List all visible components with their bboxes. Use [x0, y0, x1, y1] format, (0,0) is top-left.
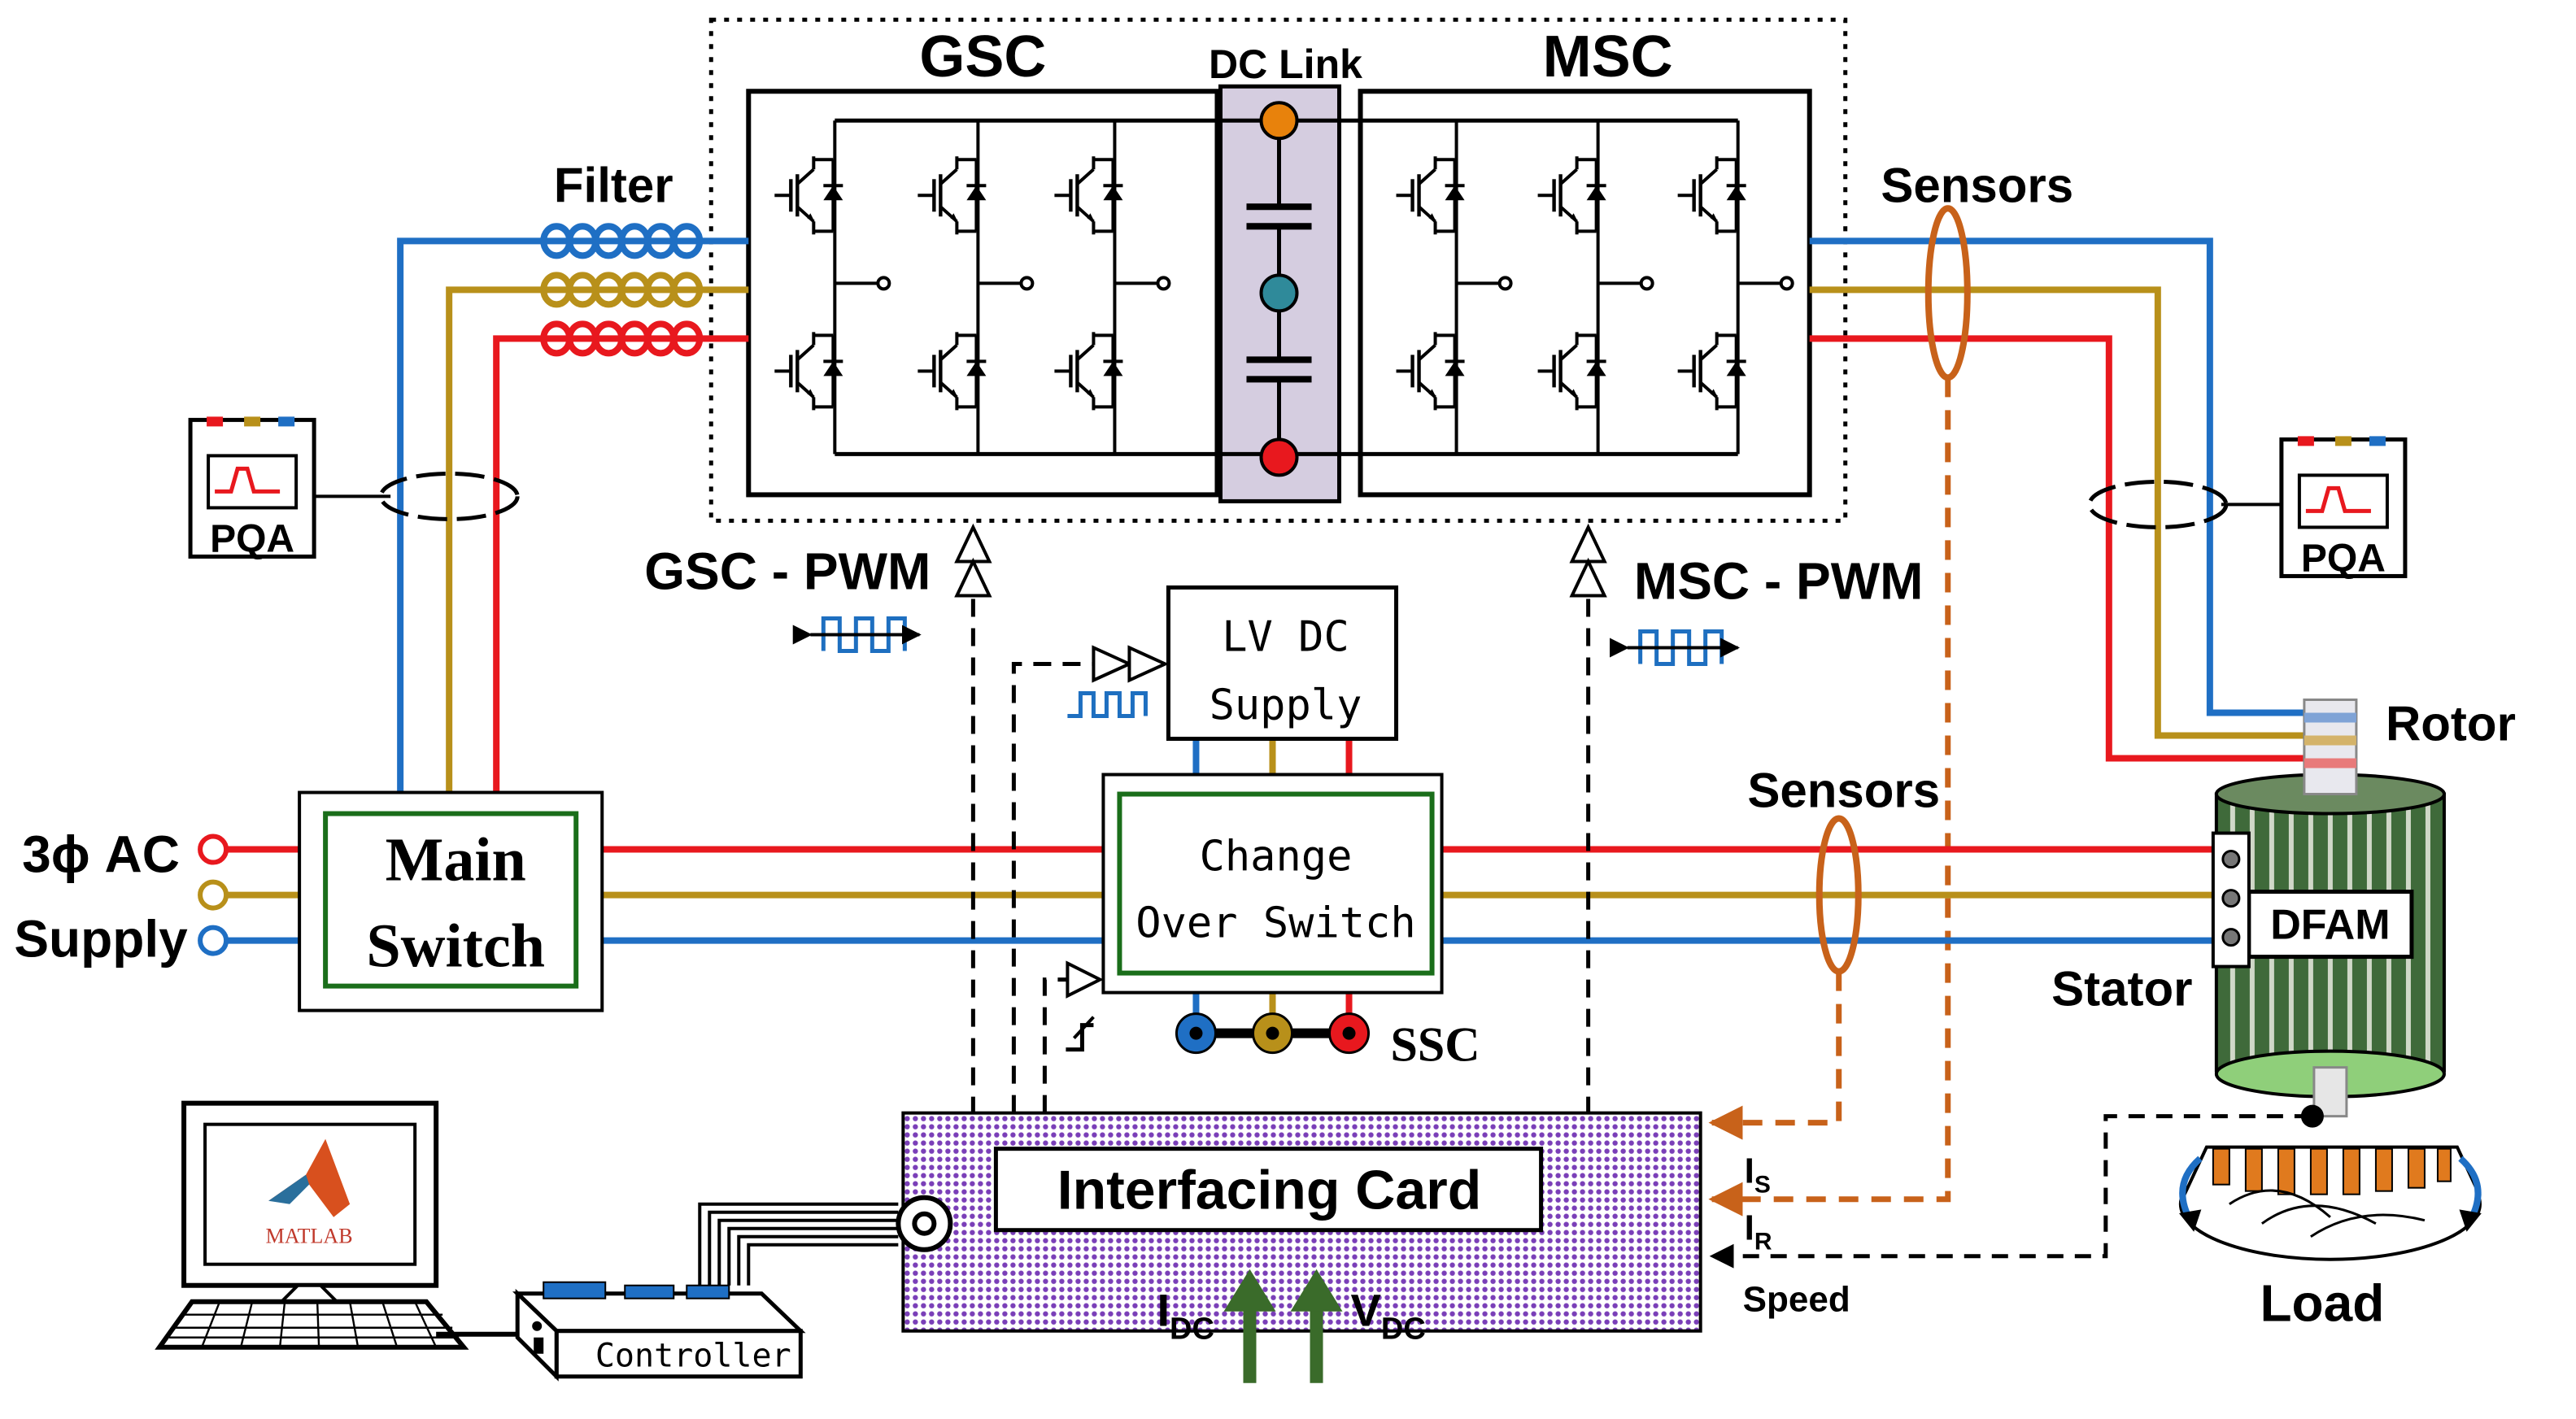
controller-ribbon-cables — [698, 1202, 899, 1286]
controller-label: Controller — [595, 1338, 791, 1375]
ssc-connector — [1175, 1012, 1371, 1055]
matlab-logo-icon — [268, 1138, 351, 1217]
dc-negative-node — [1259, 437, 1299, 477]
rotor-label: Rotor — [2386, 697, 2516, 751]
idc-input-arrow — [1223, 1269, 1276, 1383]
pqa-right-probe — [2087, 479, 2229, 529]
idc-label: IDC — [1157, 1285, 1214, 1347]
gsc-pwm-arrow — [954, 523, 992, 598]
pwm-signal-icon — [792, 616, 922, 653]
controller-board-icon — [512, 1281, 806, 1382]
msc-box — [1358, 89, 1812, 498]
motor-icon — [2211, 698, 2446, 1128]
main-switch-label-1: Main — [386, 826, 526, 894]
pqa-left-probe — [378, 471, 520, 521]
supply-terminal-blue — [198, 925, 229, 956]
ac-supply-label-2: Supply — [14, 910, 188, 968]
dc-mid-node — [1259, 273, 1299, 313]
cos-label-1: Change — [1200, 833, 1353, 881]
monitor-icon — [181, 1100, 439, 1304]
gsc-label: GSC — [919, 24, 1046, 89]
msc-pwm-label: MSC - PWM — [1634, 551, 1924, 610]
is-label: IS — [1745, 1151, 1771, 1199]
ir-signal-line — [1708, 377, 1951, 1217]
pwm-signal-lines — [970, 599, 1591, 1113]
filter-label: Filter — [554, 158, 673, 212]
main-lines — [228, 738, 2216, 1032]
pqa-right-label: PQA — [2301, 537, 2386, 580]
dfam-label: DFAM — [2270, 902, 2390, 949]
ir-label: IR — [1745, 1208, 1772, 1256]
lv-dc-supply-box — [1166, 585, 1399, 742]
change-over-switch-inner — [1117, 791, 1435, 976]
keyboard-icon — [155, 1299, 469, 1350]
lv-dc-pwm-arrow — [1092, 645, 1170, 683]
ac-supply-label-1: 3ϕ AC — [22, 825, 180, 884]
gsc-box — [746, 89, 1220, 498]
step-signal-icon — [1066, 1023, 1094, 1052]
matlab-label: MATLAB — [266, 1225, 353, 1248]
msc-pwm-arrow — [1569, 523, 1607, 598]
vdc-input-arrow — [1290, 1269, 1343, 1383]
pwm-signal-icon — [1610, 629, 1741, 666]
step-arrow-icon — [1072, 1016, 1095, 1039]
main-switch-inner — [323, 811, 579, 989]
pqa-meter-icon — [2279, 436, 2408, 578]
cos-trigger-arrow — [1066, 960, 1104, 999]
supply-terminal-gold — [198, 879, 229, 911]
lv-dc-label-1: LV DC — [1222, 612, 1349, 661]
stator-label: Stator — [2051, 962, 2192, 1016]
lv-dc-label-2: Supply — [1210, 681, 1362, 730]
supply-terminal-red — [198, 834, 229, 865]
rotor-side-wires — [1809, 237, 2311, 762]
pwm-signal-icon — [1067, 690, 1148, 719]
pqa-meter-icon — [188, 416, 316, 559]
card-connector-inner — [912, 1211, 937, 1236]
pqa-left-label: PQA — [210, 517, 294, 560]
is-signal-line — [1708, 971, 1842, 1140]
load-label: Load — [2260, 1274, 2384, 1333]
dc-link-label: DC Link — [1209, 41, 1362, 87]
msc-bridge — [1397, 120, 1794, 455]
sensors-top-label: Sensors — [1881, 158, 2073, 212]
speed-label: Speed — [1743, 1280, 1850, 1320]
vdc-label: VDC — [1351, 1285, 1426, 1347]
msc-label: MSC — [1543, 24, 1673, 89]
cos-label-2: Over Switch — [1135, 899, 1415, 948]
interfacing-card-label-box — [993, 1147, 1544, 1233]
dc-positive-node — [1259, 101, 1299, 141]
ssc-label: SSC — [1391, 1018, 1480, 1072]
rotation-arrow-icon — [2179, 1156, 2482, 1232]
sensors-mid-label: Sensors — [1747, 764, 1940, 818]
gsc-bridge — [774, 120, 1171, 455]
filter-inductors — [540, 223, 704, 357]
main-switch-label-2: Switch — [366, 912, 545, 981]
speed-signal-line — [1709, 1114, 2311, 1269]
gsc-pwm-label: GSC - PWM — [644, 542, 931, 600]
converter-enclosure — [708, 17, 1848, 523]
fan-load-icon — [2178, 1145, 2482, 1261]
interfacing-card-label: Interfacing Card — [1057, 1160, 1482, 1221]
